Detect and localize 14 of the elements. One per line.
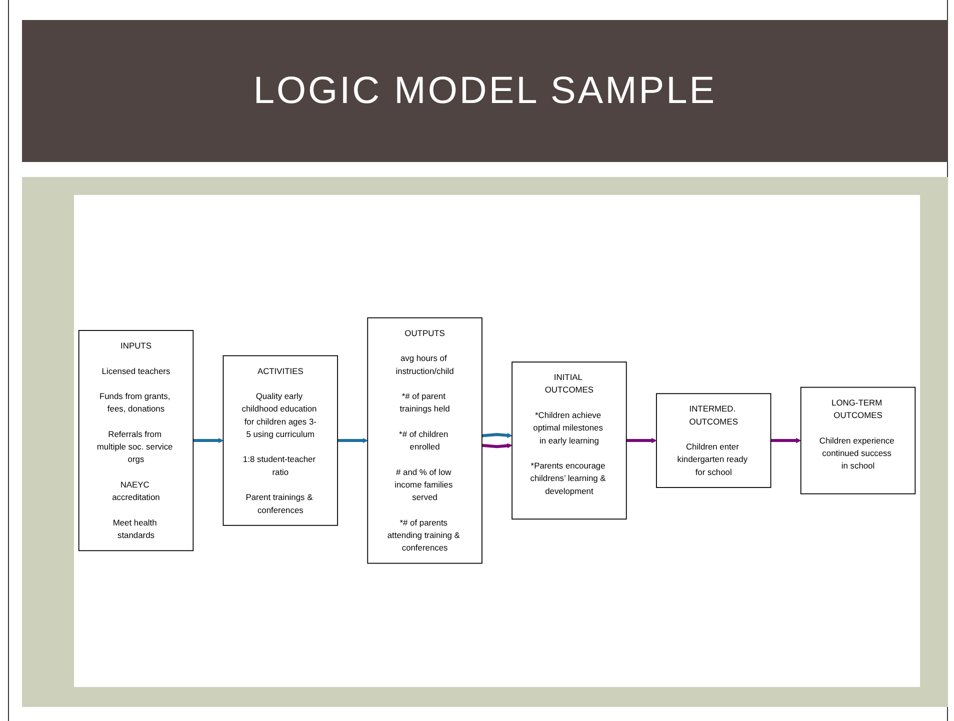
arrow [770,438,802,444]
node-box [512,362,627,520]
arrow [193,438,224,444]
node-box [367,318,482,564]
node-box [800,387,916,495]
arrow [482,444,512,449]
title: LOGIC MODEL SAMPLE [253,70,717,112]
arrow [626,438,657,444]
content-panel: INPUTS Licensed teachers Funds from grants, fees, donations Referrals from multiple soc. service orgs NAEYC accreditation Meet health standards ACTIVITIES Quality early childhood education for children ages 3-5 using curriculum 1:8 student-teacher ratio Parent trainings & conferences OUTPUTS avg hours of instruction/child *# of parent trainings held *# of children enrolled # and % of low income families served *# of parents attending training & conferences INITIAL OUTCOMES *Children achieve optimal milestones in early learning *Parents encourage childrens’ learning & development INTERMED. OUTCOMES Children enter kindergarten ready for school LONG-TERM OUTCOMES Children experience continued success in school [22,177,948,707]
arrow [338,438,368,444]
node-box [222,356,338,526]
arrow [482,433,512,438]
node-box [656,394,772,488]
node-box [78,330,194,552]
